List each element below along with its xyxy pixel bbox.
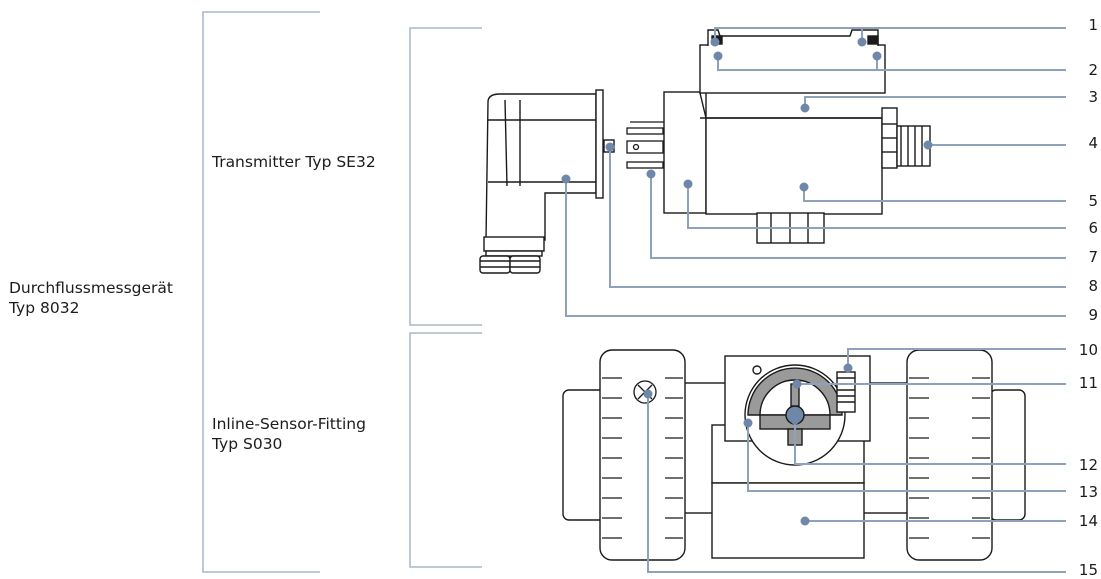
device-name-line2: Typ 8032 [9, 299, 80, 317]
fitting-label-line1: Inline-Sensor-Fitting [212, 415, 366, 433]
bracket-transmitter [409, 27, 482, 326]
leader-5 [803, 187, 1066, 202]
leader-dots [561, 37, 933, 526]
leader-7 [650, 174, 1066, 259]
fitting-label-line2: Typ S030 [212, 435, 283, 453]
connector-plug [479, 89, 615, 274]
leader-1 [714, 27, 1066, 40]
callout-number-6: 6 [1088, 219, 1098, 237]
leader-8 [609, 147, 1066, 288]
callout-number-10: 10 [1078, 341, 1098, 359]
leader-2 [717, 58, 1066, 71]
callout-number-7: 7 [1088, 248, 1098, 266]
leader-3 [804, 96, 1066, 108]
callout-number-3: 3 [1088, 88, 1098, 106]
callout-number-14: 14 [1078, 512, 1098, 530]
leader-15 [647, 394, 1066, 573]
callout-number-13: 13 [1078, 483, 1098, 501]
leader-10 [847, 348, 1066, 368]
device-name-line1: Durchflussmessgerät [9, 279, 173, 297]
transmitter-label: Transmitter Typ SE32 [212, 153, 376, 171]
leader-13 [747, 423, 1066, 492]
callout-number-4: 4 [1088, 134, 1098, 152]
grouping-brackets [202, 11, 482, 573]
callout-number-5: 5 [1088, 192, 1098, 210]
bracket-device [202, 11, 320, 573]
callout-number-1: 1 [1088, 16, 1098, 34]
leader-6 [687, 184, 1066, 229]
leader-12 [794, 420, 1066, 465]
callout-number-2: 2 [1088, 61, 1098, 79]
bracket-fitting [409, 332, 482, 568]
connector-pins [626, 121, 665, 169]
leader-9 [565, 179, 1066, 317]
callout-number-11: 11 [1078, 374, 1098, 392]
sensor-cross-section [744, 364, 856, 466]
callout-number-15: 15 [1078, 561, 1098, 579]
leader-lines [565, 27, 1066, 573]
callout-number-9: 9 [1088, 306, 1098, 324]
callout-number-12: 12 [1078, 456, 1098, 474]
union-nut-ribs [602, 377, 990, 539]
callout-number-8: 8 [1088, 277, 1098, 295]
transmitter-housing [663, 29, 931, 244]
